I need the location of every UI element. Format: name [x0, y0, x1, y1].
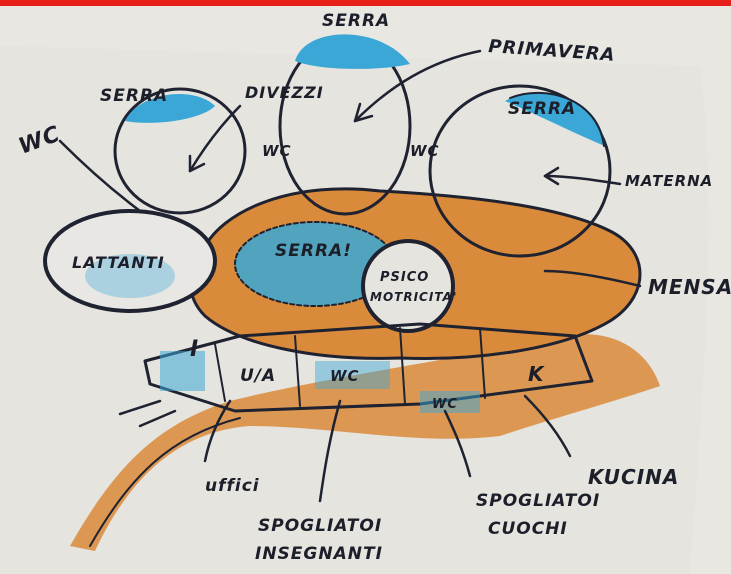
sketch-diagram: SERRA PRIMAVERA SERRA DIVEZZI SERRA WC W… — [0, 6, 731, 574]
label-serra-right: SERRA — [508, 99, 576, 119]
label-spogliatoi-insegnanti-2: INSEGNANTI — [255, 544, 383, 564]
label-materna: MATERNA — [625, 172, 713, 190]
label-room-i: I — [190, 337, 199, 362]
label-room-wc-low: WC — [330, 367, 360, 385]
label-spogliatoi-cuochi-2: CUOCHI — [488, 519, 568, 539]
label-room-k: K — [528, 362, 545, 386]
label-motricita: MOTRICITA' — [370, 290, 458, 304]
label-divezzi: DIVEZZI — [245, 83, 324, 102]
label-lattanti: LATTANTI — [72, 253, 165, 272]
label-serra-left: SERRA — [100, 86, 168, 106]
label-cucina: KUCINA — [588, 465, 679, 489]
label-spogliatoi-cuochi-1: SPOGLIATOI — [476, 491, 600, 511]
label-mensa: MENSA — [648, 275, 731, 299]
label-wc-1: WC — [262, 142, 292, 160]
label-psico: PSICO — [380, 270, 429, 285]
label-wc-2: WC — [410, 142, 440, 160]
label-serra-top: SERRA — [322, 11, 390, 31]
label-spogliatoi-insegnanti-1: SPOGLIATOI — [258, 516, 382, 536]
label-uffici: uffici — [205, 476, 260, 496]
label-room-ua: U/A — [240, 366, 276, 386]
label-room-wc-right: WC — [432, 397, 458, 412]
label-serra-center: SERRA! — [275, 241, 352, 261]
